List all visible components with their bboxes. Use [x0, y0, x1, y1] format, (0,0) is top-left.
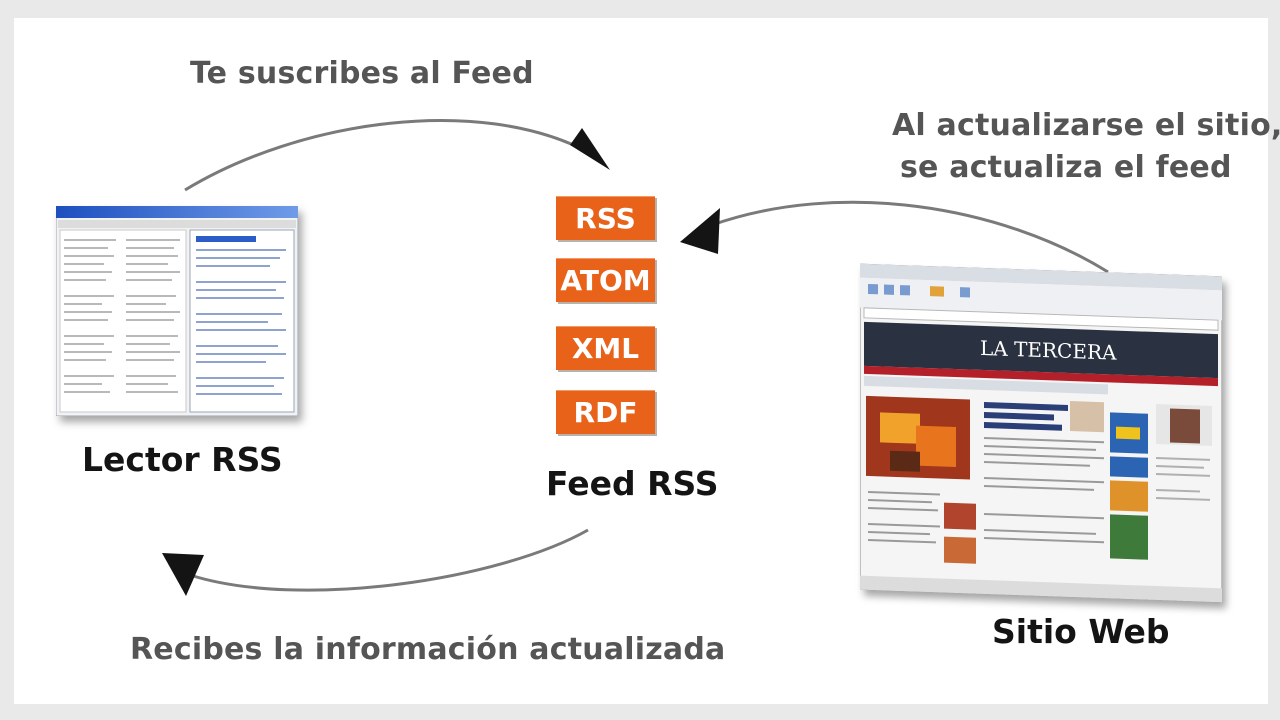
caption-receive: Recibes la información actualizada [130, 632, 726, 667]
feed-label: Feed RSS [546, 464, 719, 503]
arrow-receive-head [162, 553, 204, 596]
caption-site-update-line1: Al actualizarse el sitio, [892, 108, 1280, 143]
format-badge-rdf: RDF [556, 390, 655, 434]
rss-reader-illustration [56, 206, 298, 416]
rss-reader-screenshot [56, 206, 298, 416]
format-badge-atom: ATOM [556, 258, 655, 302]
website-masthead: LA TERCERA [980, 336, 1117, 365]
reader-label: Lector RSS [82, 440, 283, 479]
arrow-site-update-head [680, 208, 720, 254]
website-illustration: LA TERCERA [860, 263, 1222, 603]
arrow-subscribe-head [570, 128, 610, 170]
arrow-site-update [711, 200, 1109, 274]
caption-subscribe: Te suscribes al Feed [190, 56, 534, 91]
website-screenshot: LA TERCERA [860, 263, 1222, 603]
caption-site-update-line2: se actualiza el feed [900, 150, 1232, 185]
format-badge-xml: XML [556, 326, 655, 370]
format-badge-rss: RSS [556, 196, 655, 240]
arrow-receive [189, 528, 589, 592]
site-label: Sitio Web [992, 612, 1170, 651]
arrow-subscribe [184, 119, 589, 192]
